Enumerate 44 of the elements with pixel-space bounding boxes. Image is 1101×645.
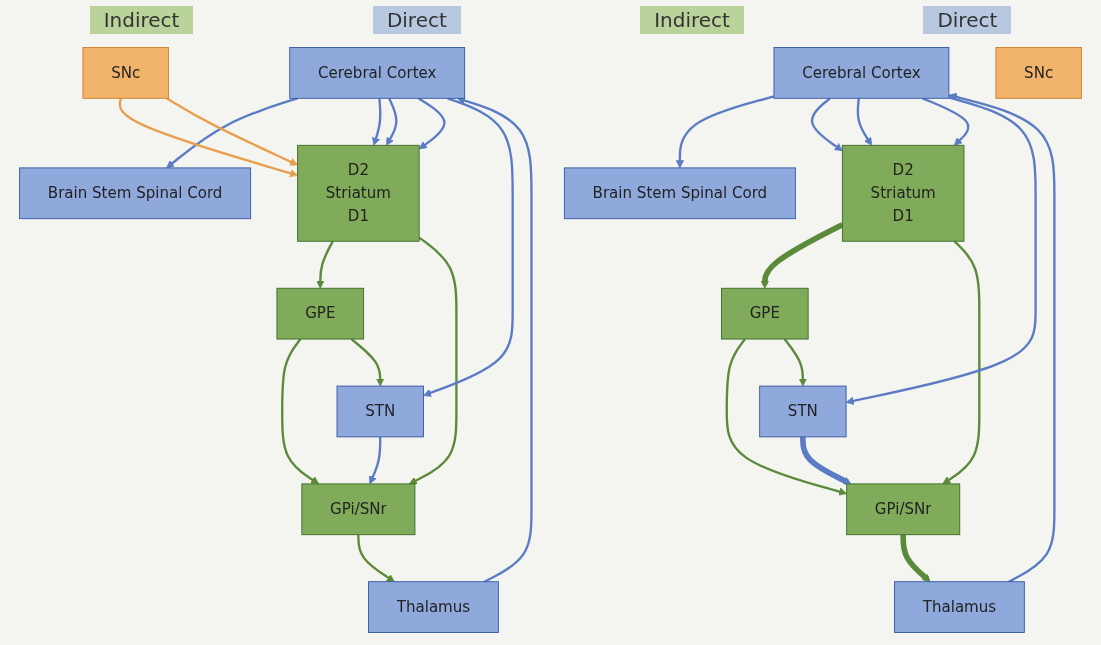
node-box: STN <box>336 385 424 438</box>
arrow <box>408 236 458 485</box>
arrow <box>783 338 807 387</box>
arrow <box>372 98 382 146</box>
arrow <box>810 97 843 152</box>
arrow <box>900 534 931 583</box>
column-heading: Direct <box>923 6 1012 34</box>
node-box: STN <box>759 385 847 438</box>
arrow <box>350 338 385 387</box>
arrow <box>760 222 844 289</box>
arrow <box>369 436 382 485</box>
node-box: Thalamus <box>368 581 499 633</box>
arrow <box>942 240 981 485</box>
node-box: GPi/SNr <box>846 483 961 536</box>
arrow <box>357 534 395 583</box>
arrow <box>118 98 298 178</box>
arrow <box>386 97 398 146</box>
arrow <box>456 96 533 583</box>
column-heading: Indirect <box>640 6 744 34</box>
node-box: D2 Striatum D1 <box>841 144 965 242</box>
node-box: GPi/SNr <box>301 483 416 536</box>
arrow <box>800 436 852 485</box>
arrow <box>725 338 848 496</box>
arrow <box>316 240 334 289</box>
node-box: Cerebral Cortex <box>773 47 950 99</box>
column-heading: Direct <box>372 6 461 34</box>
node-box: Brain Stem Spinal Cord <box>563 167 796 220</box>
arrow <box>281 338 320 485</box>
node-box: Thalamus <box>894 581 1025 633</box>
node-box: GPE <box>721 287 809 340</box>
arrow <box>845 96 1037 405</box>
node-box: Cerebral Cortex <box>289 47 466 99</box>
arrow <box>675 95 775 169</box>
node-box: SNc <box>995 47 1082 99</box>
arrow <box>417 97 446 150</box>
arrow <box>423 97 514 397</box>
node-box: SNc <box>82 47 169 99</box>
arrow <box>948 92 1056 583</box>
node-box: Brain Stem Spinal Cord <box>19 167 252 220</box>
node-box: GPE <box>276 287 365 340</box>
node-box: D2 Striatum D1 <box>297 144 420 242</box>
column-heading: Indirect <box>89 6 194 34</box>
arrow <box>856 98 873 146</box>
arrow <box>922 97 970 146</box>
